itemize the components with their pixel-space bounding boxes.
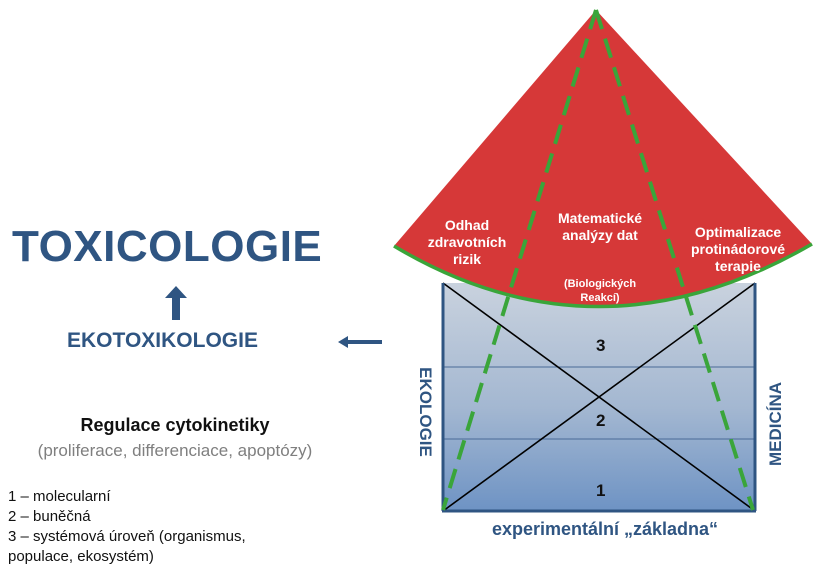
- level-number-2: 2: [596, 411, 606, 430]
- ekotoxikologie-label: EKOTOXIKOLOGIE: [67, 329, 258, 352]
- level-item-3-continued: populace, ekosystém): [8, 548, 154, 565]
- up-arrow-icon: [165, 286, 187, 320]
- base-diagonal-b: [442, 282, 756, 512]
- dashed-line-left: [441, 9, 598, 511]
- cone-label-reactions: (Biologických Reakcí): [563, 278, 637, 304]
- levels-list: 1 – molecularní 2 – buněčná 3 – systémov…: [8, 487, 246, 567]
- ekologie-label: EKOLOGIE: [416, 367, 435, 457]
- level-item-3: 3 – systémová úroveň (organismus,: [8, 528, 246, 545]
- level-number-1: 1: [596, 481, 606, 500]
- dashed-line-right: [594, 9, 755, 511]
- cone-sector: [394, 10, 812, 307]
- cone-arc: [393, 242, 813, 309]
- cone-label-therapy: Optimalizace protinádorové terapie: [690, 224, 786, 274]
- regulation-subtitle: (proliferace, differenciace, apoptózy): [37, 441, 313, 460]
- level-item-2: 2 – buněčná: [8, 508, 91, 525]
- page-title: TOXICOLOGIE: [12, 222, 323, 271]
- medicina-label: MEDICÍNA: [766, 381, 785, 467]
- level-number-3: 3: [596, 336, 606, 355]
- level-item-1: 1 – molecularní: [8, 488, 111, 505]
- regulation-title: Regulace cytokinetiky: [80, 415, 270, 435]
- base-label: experimentální „základna“: [491, 519, 719, 539]
- cone-label-risk: Odhad zdravotních rizik: [427, 217, 507, 267]
- left-arrow-icon: [338, 336, 382, 348]
- cone-label-math: Matematické analýzy dat: [557, 210, 643, 243]
